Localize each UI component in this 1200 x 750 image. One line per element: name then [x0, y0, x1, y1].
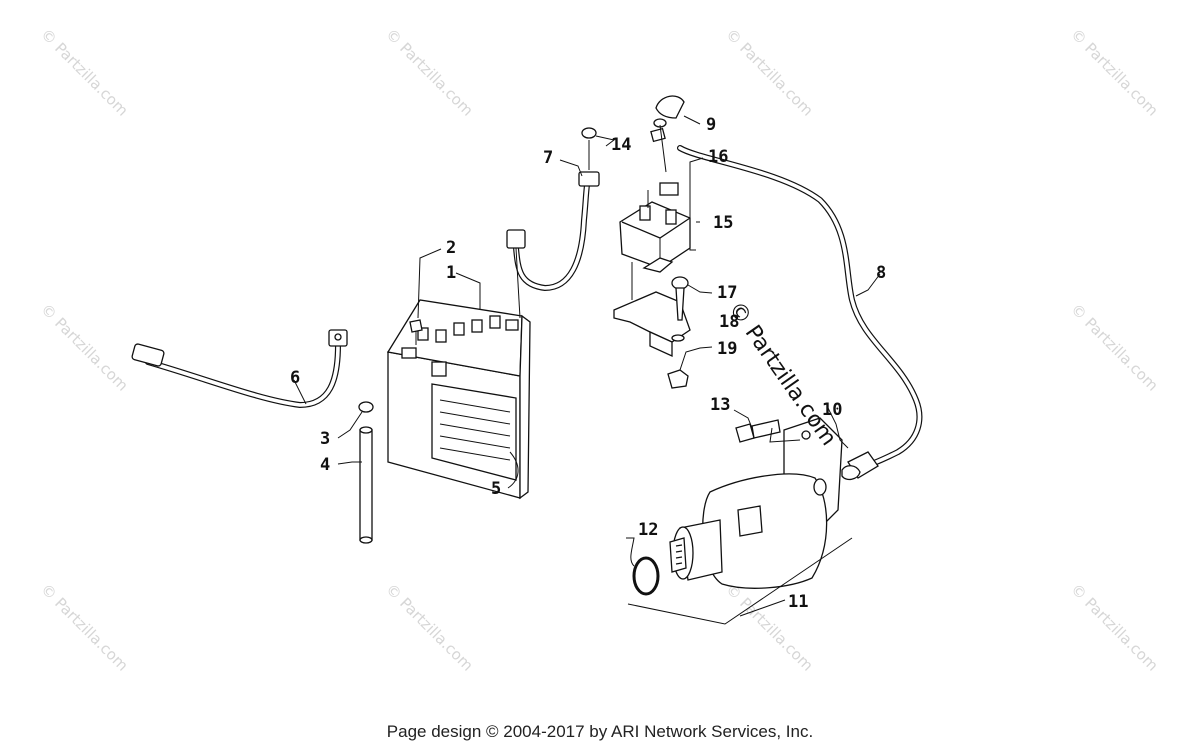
callout-label: 7 [543, 148, 553, 168]
page-footer: Page design © 2004-2017 by ARI Network S… [386, 722, 814, 741]
callout-label: 8 [876, 263, 886, 283]
watermark: © Partzilla.com [1067, 300, 1162, 395]
vent-tube-assembly[interactable] [358, 401, 374, 544]
terminal-boot[interactable] [653, 95, 685, 128]
watermark: © Partzilla.com [1067, 25, 1162, 120]
battery[interactable] [386, 299, 531, 500]
callout-label: 18 [719, 312, 739, 332]
watermark: © Partzilla.com [722, 25, 817, 120]
callout-label: 16 [708, 147, 728, 167]
callout-label: 4 [320, 455, 330, 475]
starter-solenoid[interactable] [619, 182, 691, 300]
callout-label: 5 [491, 479, 501, 499]
callout-label: 11 [788, 592, 808, 612]
watermark: © Partzilla.com [37, 300, 132, 395]
nut[interactable] [650, 127, 666, 143]
watermark-layer: © Partzilla.com © Partzilla.com © Partzi… [37, 25, 1162, 675]
positive-cable[interactable] [506, 171, 600, 319]
callout-label: 2 [446, 238, 456, 258]
starter-cable[interactable] [659, 124, 923, 481]
watermark: © Partzilla.com [382, 25, 477, 120]
watermark: © Partzilla.com [382, 580, 477, 675]
mounting-bolt[interactable] [735, 419, 781, 443]
callout-label: 19 [717, 339, 737, 359]
o-ring[interactable] [632, 556, 660, 596]
callout-label: 10 [822, 400, 842, 420]
callout-label: 12 [638, 520, 658, 540]
callout-label: 3 [320, 429, 330, 449]
callout-label: 14 [611, 135, 631, 155]
washer-nut[interactable] [667, 334, 689, 389]
callout-label: 15 [713, 213, 733, 233]
solenoid-bracket[interactable] [613, 291, 691, 358]
starter-motor[interactable] [669, 417, 843, 589]
nut[interactable] [581, 127, 597, 170]
callouts: 2 1 6 3 4 5 7 14 9 16 15 8 17 18 19 13 1… [290, 115, 886, 612]
callout-label: 9 [706, 115, 716, 135]
callout-label: 1 [446, 263, 456, 283]
watermark: © Partzilla.com [1067, 580, 1162, 675]
leader-lines [293, 115, 881, 625]
callout-label: 17 [717, 283, 737, 303]
negative-cable[interactable] [131, 329, 348, 409]
watermark: © Partzilla.com [37, 25, 132, 120]
screw[interactable] [671, 276, 689, 321]
terminal-bolt[interactable] [409, 319, 423, 345]
callout-label: 6 [290, 368, 300, 388]
watermark: © Partzilla.com [37, 580, 132, 675]
callout-label: 13 [710, 395, 730, 415]
